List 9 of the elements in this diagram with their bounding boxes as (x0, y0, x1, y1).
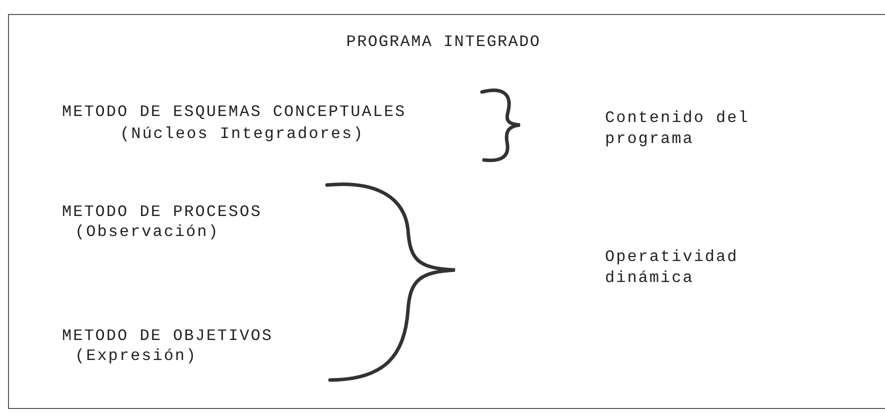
diagram-label: (Núcleos Integradores) (120, 124, 364, 145)
diagram-label: METODO DE PROCESOS (62, 202, 262, 223)
diagram-label: Operatividad dinámica (605, 247, 740, 289)
diagram-label: Contenido del programa (605, 108, 750, 150)
diagram-label: METODO DE ESQUEMAS CONCEPTUALES (62, 102, 406, 123)
diagram-label: (Observación) (75, 222, 220, 243)
diagram-label: (Expresión) (75, 346, 198, 367)
diagram-title: PROGRAMA INTEGRADO (345, 33, 542, 51)
diagram-label: METODO DE OBJETIVOS (62, 326, 273, 347)
